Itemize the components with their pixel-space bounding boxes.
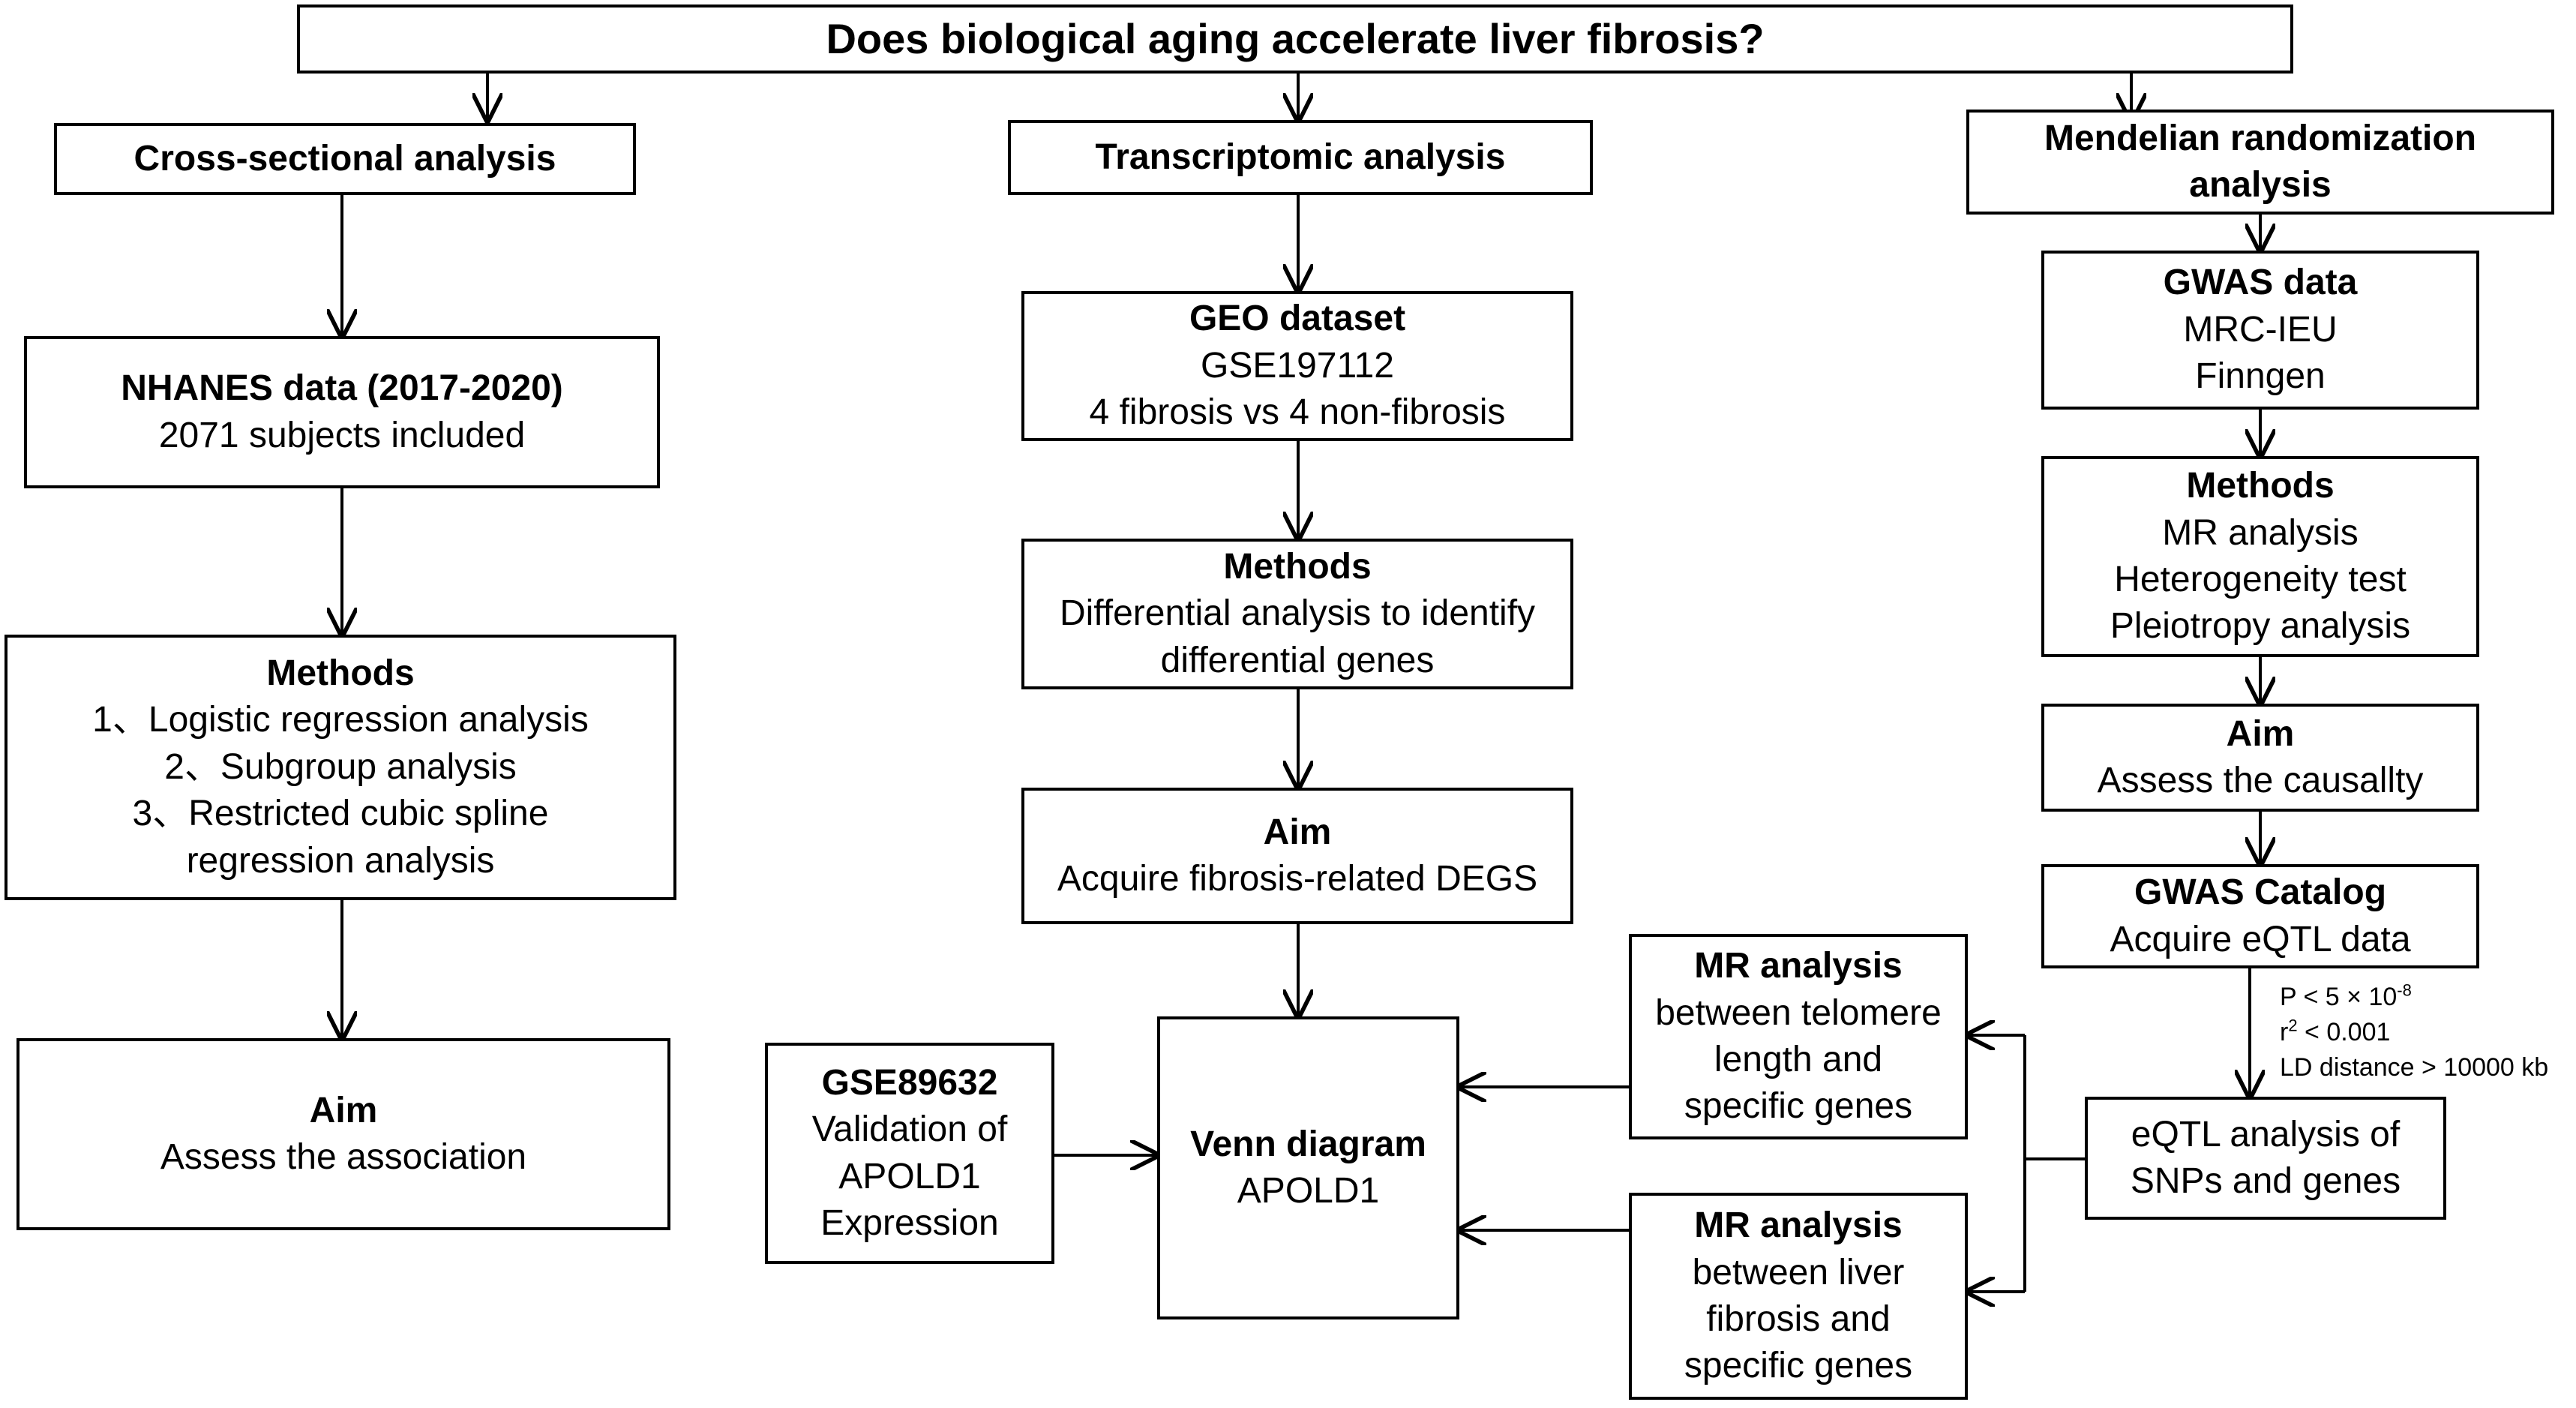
mr-telomere-line-2: length and bbox=[1714, 1040, 1883, 1079]
mendelian-title-line-2: analysis bbox=[2189, 165, 2332, 205]
gwas-data-box: GWAS data MRC-IEU Finngen bbox=[2041, 251, 2479, 410]
mendelian-header: Mendelian randomization analysis bbox=[1966, 110, 2554, 215]
research-question-box: Does biological aging accelerate liver f… bbox=[297, 5, 2293, 74]
cross-methods-box: Methods 1、Logistic regression analysis 2… bbox=[4, 635, 676, 900]
transcriptomic-header: Transcriptomic analysis bbox=[1008, 120, 1593, 195]
transcriptomic-methods-title: Methods bbox=[1223, 546, 1372, 587]
validation-line-1: Validation of bbox=[811, 1109, 1008, 1150]
mendelian-method-1: MR analysis bbox=[2162, 512, 2359, 553]
cross-aim-title: Aim bbox=[309, 1090, 378, 1130]
transcriptomic-aim-box: Aim Acquire fibrosis-related DEGS bbox=[1021, 788, 1573, 924]
venn-desc: APOLD1 bbox=[1237, 1171, 1380, 1211]
mendelian-methods-box: Methods MR analysis Heterogeneity test P… bbox=[2041, 456, 2479, 657]
validation-title: GSE89632 bbox=[821, 1062, 998, 1103]
cross-methods-title: Methods bbox=[266, 653, 415, 694]
mendelian-method-2: Heterogeneity test bbox=[2114, 560, 2407, 599]
mendelian-aim-title: Aim bbox=[2226, 713, 2295, 754]
nhanes-title: NHANES data (2017-2020) bbox=[121, 368, 563, 409]
geo-title: GEO dataset bbox=[1189, 299, 1406, 339]
criterion-ld-distance: LD distance > 10000 kb bbox=[2280, 1052, 2549, 1082]
geo-line-1: GSE197112 bbox=[1201, 345, 1394, 386]
mr-telomere-line-3: specific genes bbox=[1684, 1086, 1913, 1127]
nhanes-data-box: NHANES data (2017-2020) 2071 subjects in… bbox=[24, 336, 660, 488]
cross-sectional-title: Cross-sectional analysis bbox=[133, 138, 556, 179]
cross-sectional-header: Cross-sectional analysis bbox=[54, 123, 636, 195]
mr-liver-line-2: fibrosis and bbox=[1706, 1299, 1891, 1339]
cross-aim-box: Aim Assess the association bbox=[16, 1038, 670, 1230]
cross-aim-desc: Assess the association bbox=[160, 1137, 527, 1177]
geo-dataset-box: GEO dataset GSE197112 4 fibrosis vs 4 no… bbox=[1021, 291, 1573, 441]
venn-diagram-box: Venn diagram APOLD1 bbox=[1157, 1016, 1459, 1319]
transcriptomic-methods-line-1: Differential analysis to identify bbox=[1059, 593, 1536, 634]
mr-liver-title: MR analysis bbox=[1694, 1205, 1903, 1246]
mendelian-aim-desc: Assess the causallty bbox=[2097, 761, 2424, 800]
mendelian-method-3: Pleiotropy analysis bbox=[2110, 606, 2411, 647]
mr-telomere-box: MR analysis between telomere length and … bbox=[1629, 934, 1968, 1139]
eqtl-line-1: eQTL analysis of bbox=[2131, 1114, 2401, 1154]
nhanes-desc: 2071 subjects included bbox=[158, 415, 526, 455]
eqtl-line-2: SNPs and genes bbox=[2130, 1161, 2401, 1201]
mendelian-methods-title: Methods bbox=[2186, 466, 2335, 506]
mr-liver-line-3: specific genes bbox=[1684, 1346, 1913, 1386]
criterion-r-squared: r2 < 0.001 bbox=[2280, 1016, 2391, 1046]
cross-method-2: 2、Subgroup analysis bbox=[164, 746, 517, 787]
validation-line-2: APOLD1 bbox=[838, 1156, 981, 1196]
geo-line-2: 4 fibrosis vs 4 non-fibrosis bbox=[1089, 392, 1506, 433]
mr-telomere-line-1: between telomere bbox=[1655, 992, 1942, 1033]
eqtl-analysis-box: eQTL analysis of SNPs and genes bbox=[2085, 1097, 2446, 1220]
mr-telomere-title: MR analysis bbox=[1694, 946, 1903, 986]
gwas-catalog-title: GWAS Catalog bbox=[2134, 872, 2387, 913]
gwas-catalog-box: GWAS Catalog Acquire eQTL data bbox=[2041, 864, 2479, 968]
snp-selection-criteria: P < 5 × 10-8 r2 < 0.001 LD distance > 10… bbox=[2280, 980, 2548, 1085]
mendelian-title-line-1: Mendelian randomization bbox=[2044, 118, 2477, 158]
mr-liver-line-1: between liver bbox=[1692, 1252, 1905, 1292]
gwas-line-1: MRC-IEU bbox=[2183, 309, 2338, 350]
cross-method-3: 3、Restricted cubic spline bbox=[132, 794, 549, 834]
research-question: Does biological aging accelerate liver f… bbox=[826, 14, 1765, 62]
mr-liver-box: MR analysis between liver fibrosis and s… bbox=[1629, 1193, 1968, 1400]
venn-title: Venn diagram bbox=[1190, 1124, 1426, 1164]
transcriptomic-methods-line-2: differential genes bbox=[1160, 640, 1435, 680]
mendelian-aim-box: Aim Assess the causallty bbox=[2041, 704, 2479, 812]
criterion-p-value: P < 5 × 10-8 bbox=[2280, 980, 2412, 1011]
transcriptomic-aim-desc: Acquire fibrosis-related DEGS bbox=[1057, 859, 1538, 899]
cross-method-3-cont: regression analysis bbox=[186, 840, 495, 881]
gwas-title: GWAS data bbox=[2163, 263, 2358, 303]
validation-line-3: Expression bbox=[820, 1202, 999, 1243]
gwas-line-2: Finngen bbox=[2195, 356, 2326, 397]
transcriptomic-title: Transcriptomic analysis bbox=[1095, 137, 1506, 177]
transcriptomic-methods-box: Methods Differential analysis to identif… bbox=[1021, 539, 1573, 689]
cross-method-1: 1、Logistic regression analysis bbox=[92, 700, 589, 740]
validation-box: GSE89632 Validation of APOLD1 Expression bbox=[765, 1043, 1054, 1264]
transcriptomic-aim-title: Aim bbox=[1263, 812, 1332, 852]
gwas-catalog-desc: Acquire eQTL data bbox=[2110, 919, 2411, 959]
